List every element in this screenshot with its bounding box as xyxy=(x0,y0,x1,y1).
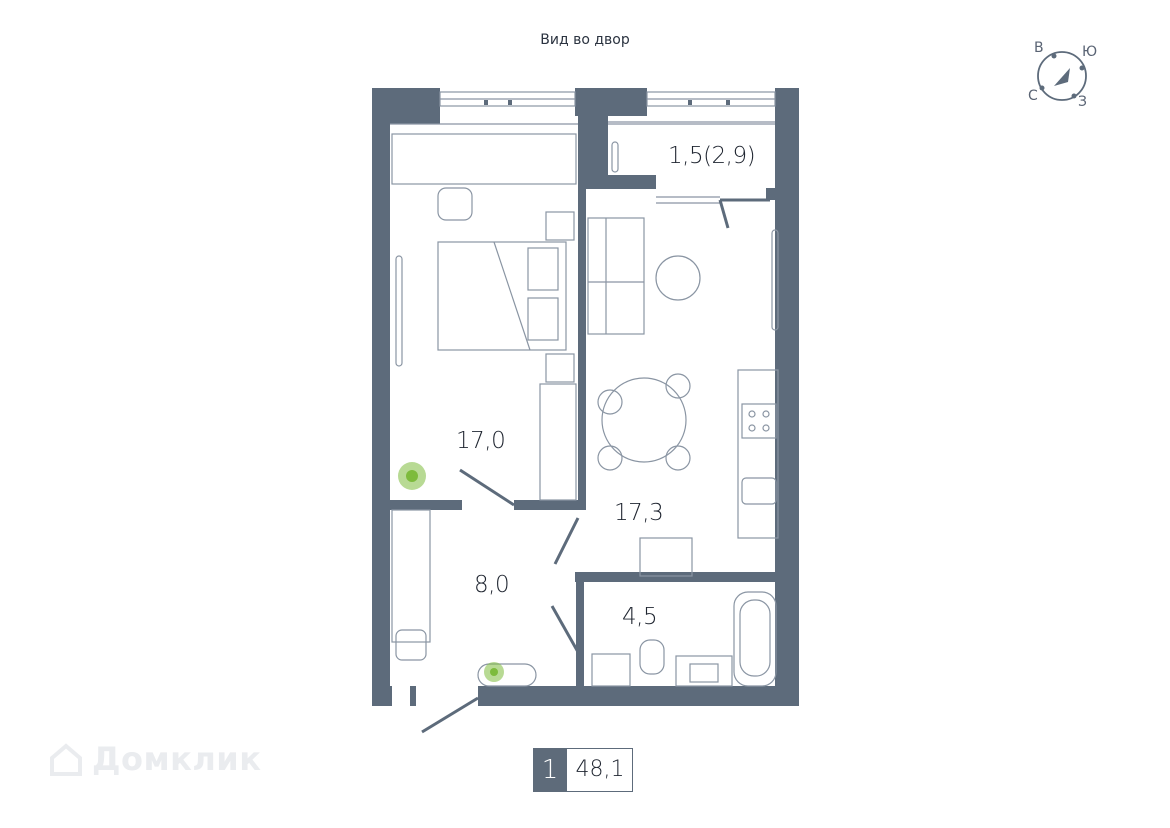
room-area-kitchen-living: 17,3 xyxy=(614,500,664,526)
window-markers xyxy=(484,100,778,200)
doors xyxy=(421,198,770,734)
room-area-bedroom: 17,0 xyxy=(456,428,506,454)
total-area: 48,1 xyxy=(575,757,625,782)
walls xyxy=(372,88,799,706)
watermark-logo: Домклик xyxy=(92,740,262,778)
compass-label-v: В xyxy=(1034,40,1044,56)
compass-label-s: С xyxy=(1028,88,1038,104)
room-area-hall: 8,0 xyxy=(474,572,510,598)
view-direction-label: Вид во двор xyxy=(540,32,630,48)
room-area-bathroom: 4,5 xyxy=(622,604,658,630)
compass-label-z: З xyxy=(1078,94,1087,110)
compass-label-yu: Ю xyxy=(1082,44,1098,60)
compass-icon xyxy=(1037,51,1087,101)
rooms-count-badge: 1 xyxy=(533,748,567,792)
room-area-balcony: 1,5(2,9) xyxy=(668,143,756,169)
furniture xyxy=(391,133,779,687)
plants xyxy=(398,462,504,682)
windows xyxy=(390,91,776,204)
home-icon xyxy=(50,743,82,776)
